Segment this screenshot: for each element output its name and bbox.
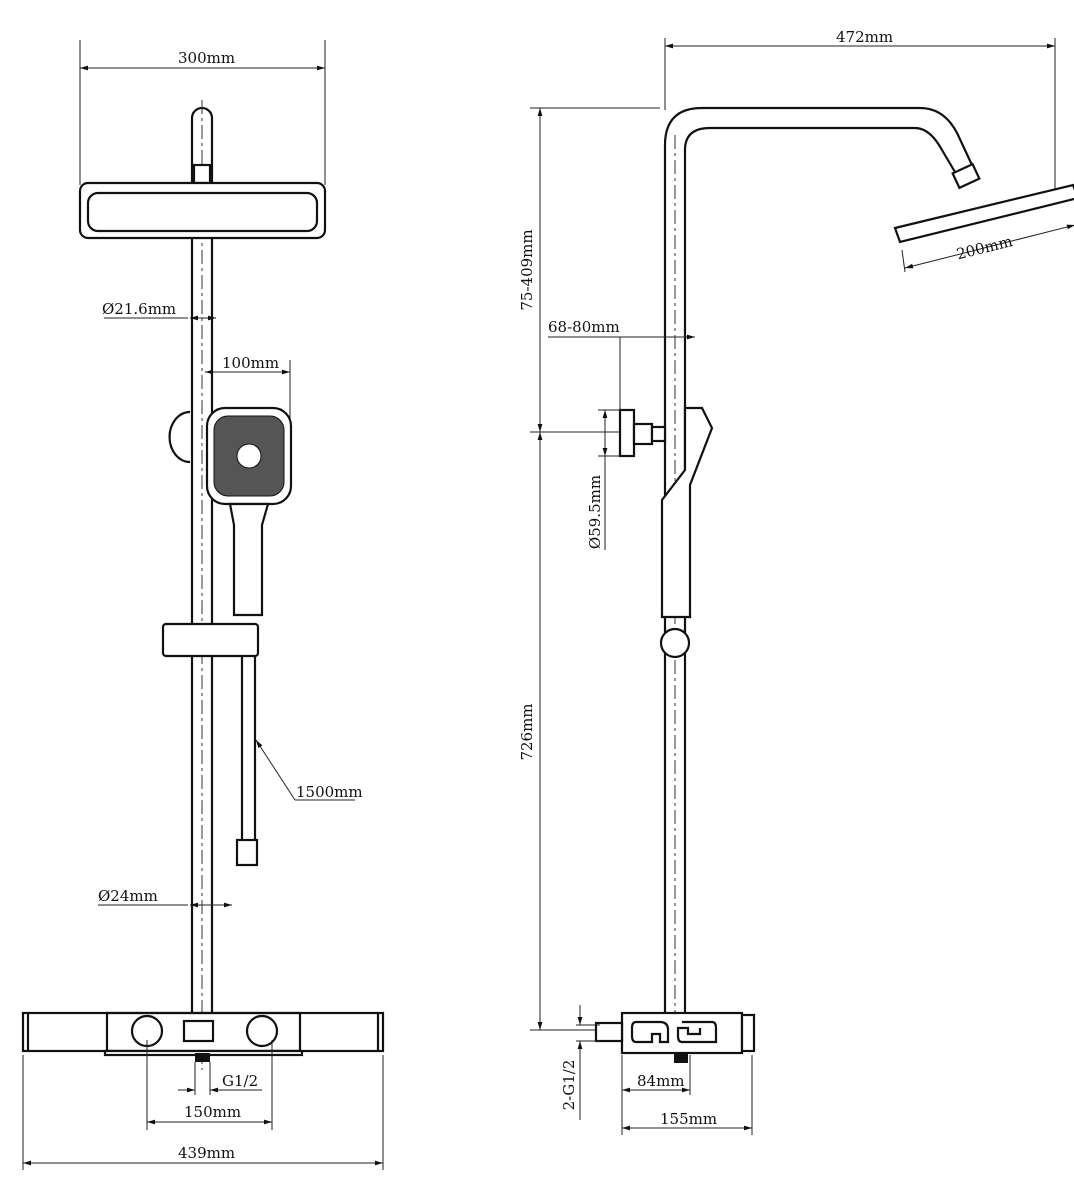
display xyxy=(182,1019,215,1043)
shower-arm xyxy=(663,106,973,1015)
wall-flange xyxy=(618,408,636,458)
dim-inlets: 2-G1/2 xyxy=(560,1060,578,1111)
dim-inlet-spacing: 150mm xyxy=(184,1103,241,1121)
hose xyxy=(235,838,259,867)
dim-pipe-diameter: Ø24mm xyxy=(98,887,158,905)
dim-head-width: 300mm xyxy=(178,49,235,67)
side-view: 472mm 200mm 75-409mm 726mm 68-80mm Ø59.5… xyxy=(518,28,1074,1135)
overhead-shower-head-side xyxy=(893,183,1074,244)
thermostatic-mixer xyxy=(21,1011,385,1053)
dim-inlet-offset: 84mm xyxy=(637,1072,685,1090)
slider-knob xyxy=(659,627,691,659)
flow-knob xyxy=(245,1014,279,1048)
dim-adjust-height: 75-409mm xyxy=(518,229,536,310)
dim-head-size: 200mm xyxy=(955,232,1015,263)
hand-shower-side xyxy=(660,406,714,619)
dim-unit-width: 439mm xyxy=(178,1144,235,1162)
dim-lower-height: 726mm xyxy=(518,703,536,760)
dim-inlet-thread: G1/2 xyxy=(222,1072,258,1090)
dim-unit-depth: 155mm xyxy=(660,1110,717,1128)
overhead-shower-head xyxy=(78,181,327,240)
dim-handheld-width: 100mm xyxy=(222,354,279,372)
dim-rail-diameter: Ø21.6mm xyxy=(102,300,176,318)
dim-wall-distance: 68-80mm xyxy=(548,318,620,336)
mixer-side xyxy=(620,1011,744,1055)
slider-bracket xyxy=(161,622,260,658)
dim-hose-length: 1500mm xyxy=(296,783,363,801)
dim-flange-diameter: Ø59.5mm xyxy=(586,475,604,549)
front-view: 300mm Ø21.6mm 100mm 1500mm Ø24mm xyxy=(21,40,385,1170)
dim-total-reach: 472mm xyxy=(836,28,893,46)
